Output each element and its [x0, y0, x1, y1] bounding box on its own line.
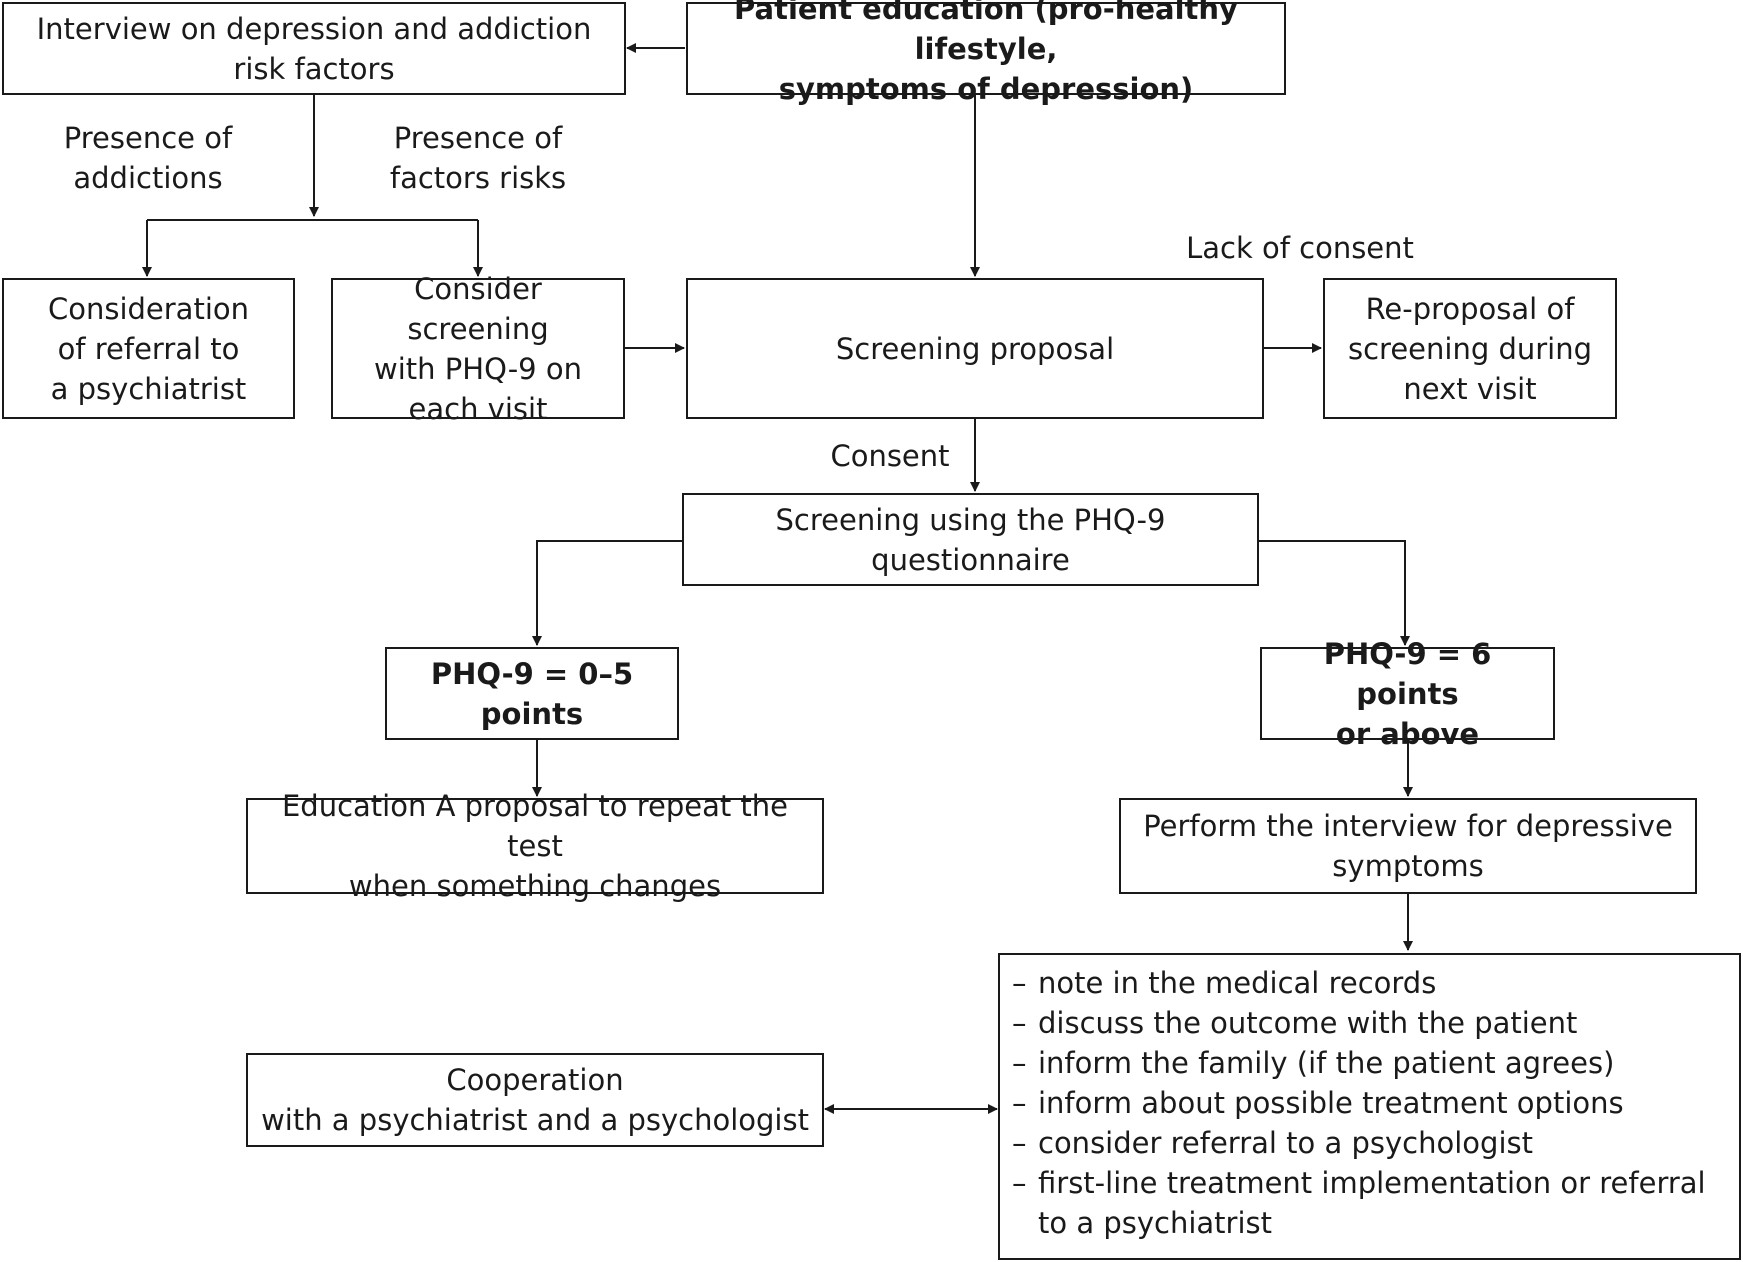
list-dash: –: [1012, 966, 1027, 1000]
action-text: discuss the outcome with the patient: [1038, 1006, 1578, 1040]
action-text: first-line treatment implementation or r…: [1038, 1166, 1706, 1240]
action-text: inform the family (if the patient agrees…: [1038, 1046, 1615, 1080]
action-item: – consider referral to a psychologist: [1012, 1123, 1729, 1163]
action-item: – first-line treatment implementation or…: [1012, 1163, 1729, 1243]
box-screening-proposal: Screening proposal: [686, 278, 1264, 419]
box-perform-interview: Perform the interview for depressive sym…: [1119, 798, 1697, 894]
label-presence-of-risk-factors: Presence of factors risks: [389, 121, 567, 195]
action-item: – inform about possible treatment option…: [1012, 1083, 1729, 1123]
box-consider-screening: Consider screening with PHQ-9 on each vi…: [331, 272, 625, 426]
box-referral-psychiatrist: Consideration of referral to a psychiatr…: [2, 278, 295, 419]
arrow-screening-to-low: [532, 540, 682, 646]
box-education-repeat: Education A proposal to repeat the test …: [246, 789, 824, 903]
list-dash: –: [1012, 1166, 1027, 1200]
box-cooperation: Cooperation with a psychiatrist and a ps…: [246, 1053, 824, 1147]
label-consent: Consent: [830, 439, 950, 473]
label-lack-of-consent: Lack of consent: [1186, 231, 1414, 265]
box-phq9-low: PHQ-9 = 0–5 points: [385, 647, 679, 740]
arrow-screening-to-high: [1259, 540, 1410, 646]
action-item: – discuss the outcome with the patient: [1012, 1003, 1729, 1043]
box-screening-phq9: Screening using the PHQ-9 questionnaire: [682, 493, 1259, 586]
list-dash: –: [1012, 1046, 1027, 1080]
action-item: – inform the family (if the patient agre…: [1012, 1043, 1729, 1083]
label-presence-of-addictions: Presence of addictions: [63, 121, 233, 195]
list-dash: –: [1012, 1086, 1027, 1120]
action-text: inform about possible treatment options: [1038, 1086, 1624, 1120]
box-reproposal: Re-proposal of screening during next vis…: [1323, 278, 1617, 419]
box-patient-education: Patient education (pro-healthy lifestyle…: [686, 0, 1286, 106]
list-dash: –: [1012, 1006, 1027, 1040]
list-dash: –: [1012, 1126, 1027, 1160]
box-interview: Interview on depression and addiction ri…: [2, 2, 626, 95]
box-phq9-high: PHQ-9 = 6 points or above: [1260, 637, 1555, 751]
action-text: note in the medical records: [1038, 966, 1437, 1000]
box-action-list: – note in the medical records – discuss …: [998, 953, 1741, 1260]
action-item: – note in the medical records: [1012, 963, 1729, 1003]
action-text: consider referral to a psychologist: [1038, 1126, 1533, 1160]
